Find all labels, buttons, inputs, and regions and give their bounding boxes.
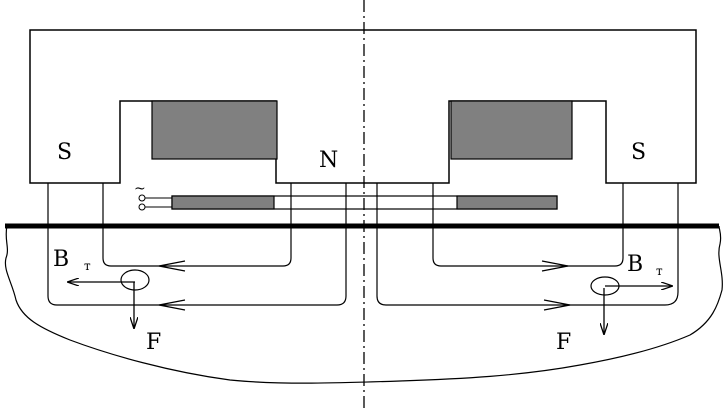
conductor-left — [171, 195, 275, 210]
field-label-left-sub: т — [84, 259, 91, 273]
pole-label-center: N — [319, 148, 338, 173]
force-label-left: F — [146, 330, 161, 355]
pole-label-right: S — [631, 140, 646, 165]
magnetic-core — [29, 29, 697, 184]
pole-label-left: S — [57, 140, 72, 165]
flux-arrows-right — [541, 260, 571, 311]
field-label-left: B — [53, 247, 69, 272]
eddy-current-left — [120, 269, 150, 291]
flux-lines-left — [47, 183, 347, 306]
force-label-right: F — [556, 330, 571, 355]
flux-lines-right — [376, 183, 679, 306]
coil-right — [450, 100, 573, 160]
workpiece-body — [4, 225, 723, 384]
ac-terminals — [138, 194, 172, 211]
ac-symbol: ~ — [134, 181, 146, 197]
field-label-right-sub: т — [656, 264, 663, 278]
conductor-right — [456, 195, 558, 210]
flux-arrows-left — [158, 260, 186, 311]
coil-left — [151, 100, 278, 160]
field-label-right: B — [627, 252, 643, 277]
